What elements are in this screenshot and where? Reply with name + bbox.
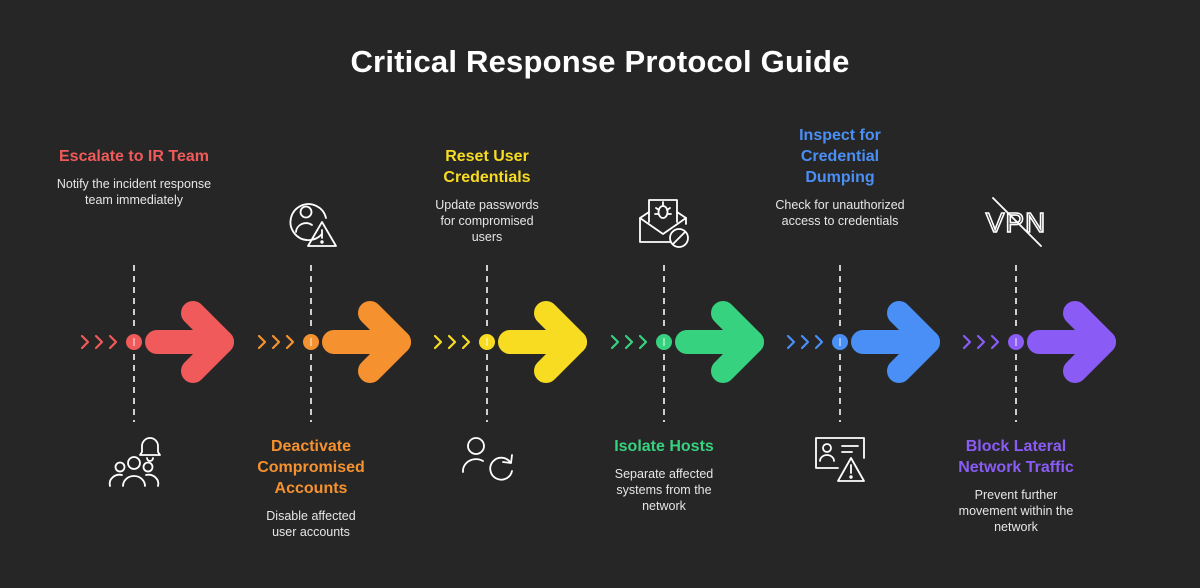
step-description: Check for unauthorized access to credent…: [775, 198, 905, 228]
step-description: Notify the incident response team immedi…: [56, 177, 212, 207]
svg-text:VPN: VPN: [986, 207, 1047, 238]
step-title: Reset User Credentials: [443, 148, 531, 186]
step-title: Isolate Hosts: [614, 438, 714, 455]
step-6-flow: [962, 265, 1116, 422]
step-reset-credentials: Reset User Credentials Update passwords …: [407, 146, 567, 245]
bell-group-icon: [108, 437, 161, 487]
step-5-flow: [786, 265, 940, 422]
step-title: Deactivate Compromised Accounts: [257, 438, 365, 497]
step-description: Prevent further movement within the netw…: [958, 488, 1074, 534]
step-title: Inspect for Credential Dumping: [799, 127, 881, 186]
step-escalate: Escalate to IR Team Notify the incident …: [54, 146, 214, 208]
step-3-flow: [433, 265, 587, 422]
chevrons-1: [80, 334, 118, 350]
step-isolate-hosts: Isolate Hosts Separate affected systems …: [584, 436, 744, 514]
step-description: Separate affected systems from the netwo…: [614, 467, 714, 513]
step-1-flow: [80, 265, 234, 422]
user-warning-icon: [289, 203, 337, 247]
step-4-flow: [610, 265, 764, 422]
user-refresh-icon: [462, 437, 513, 481]
step-title: Escalate to IR Team: [59, 148, 209, 165]
step-description: Disable affected user accounts: [266, 509, 356, 539]
step-description: Update passwords for compromised users: [435, 198, 539, 244]
page-title: Critical Response Protocol Guide: [350, 44, 850, 79]
step-block-lateral: Block Lateral Network Traffic Prevent fu…: [936, 436, 1096, 535]
id-card-warning-icon: [815, 437, 865, 482]
step-2-flow: [257, 265, 411, 422]
step-inspect-dumping: Inspect for Credential Dumping Check for…: [760, 125, 920, 229]
mail-bug-block-icon: [639, 199, 689, 248]
step-title: Block Lateral Network Traffic: [958, 438, 1074, 476]
vpn-off-icon: VPN: [985, 197, 1047, 247]
step-deactivate: Deactivate Compromised Accounts Disable …: [231, 436, 391, 540]
